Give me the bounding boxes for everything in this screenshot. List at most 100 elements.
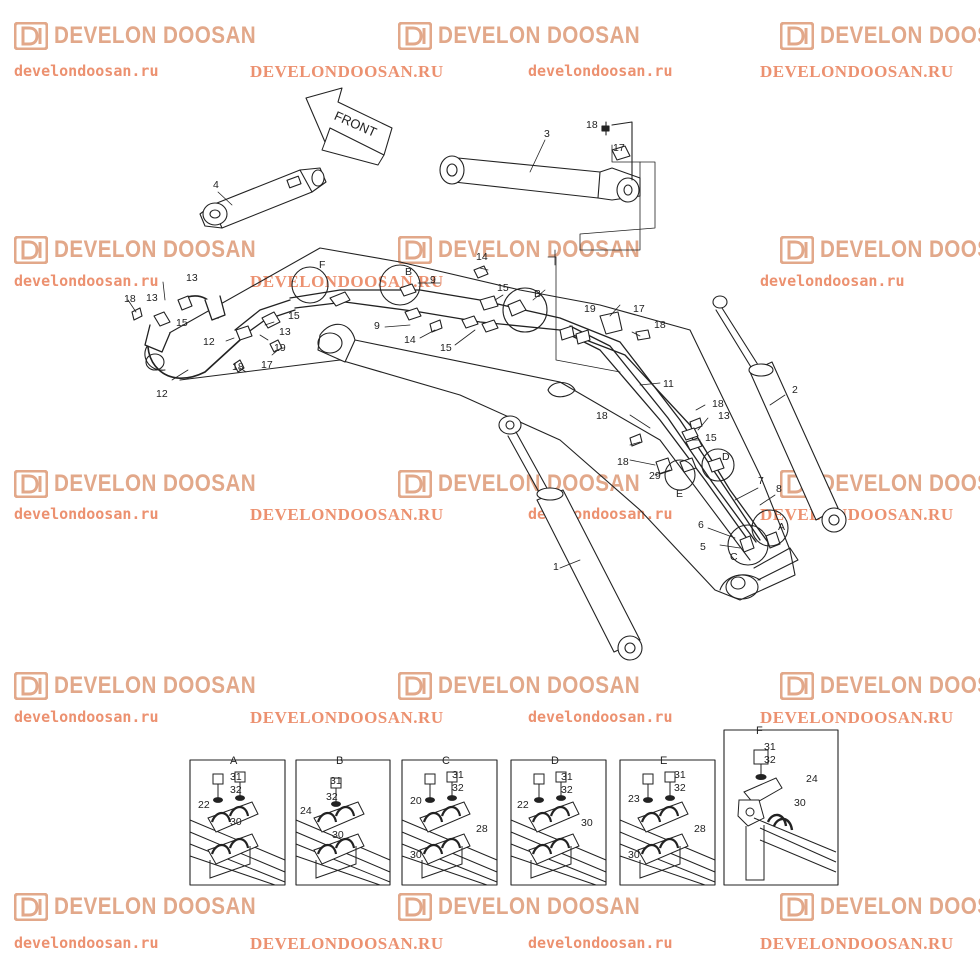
callout-number: 17 bbox=[261, 359, 273, 371]
callout-number: 2 bbox=[792, 384, 798, 396]
callout-number: 19 bbox=[274, 342, 286, 354]
detail-circle-label: E bbox=[676, 488, 683, 500]
develon-logo-icon bbox=[780, 893, 814, 921]
detail-callout-number: 31 bbox=[674, 769, 686, 781]
cylinder-1 bbox=[498, 415, 643, 661]
detail-view-title: F bbox=[756, 725, 763, 737]
detail-callout-number: 28 bbox=[476, 823, 488, 835]
watermark-logo: DEVELON DOOSAN bbox=[780, 22, 980, 50]
boom-pipes bbox=[144, 289, 771, 546]
callout-number: 17 bbox=[633, 303, 645, 315]
detail-callout-number: 20 bbox=[410, 795, 422, 807]
detail-callout-number: 23 bbox=[628, 793, 640, 805]
detail-callout-number: 32 bbox=[764, 754, 776, 766]
callout-number: 18 bbox=[124, 293, 136, 305]
detail-circle-label: A bbox=[778, 521, 785, 533]
callout-number: 9 bbox=[374, 320, 380, 332]
callout-number: 13 bbox=[146, 292, 158, 304]
detail-callout-number: 31 bbox=[230, 771, 242, 783]
develon-logo-icon bbox=[14, 470, 48, 498]
develon-logo-icon bbox=[398, 22, 432, 50]
callout-number: 13 bbox=[279, 326, 291, 338]
detail-view-illustration bbox=[401, 771, 498, 886]
detail-box-e bbox=[619, 759, 716, 886]
callout-number: 29 bbox=[649, 470, 661, 482]
watermark-url: develondoosan.ru bbox=[14, 708, 159, 726]
detail-callout-number: 30 bbox=[410, 849, 422, 861]
watermark-brand-text: DEVELON DOOSAN bbox=[54, 893, 257, 920]
detail-callout-number: 32 bbox=[452, 782, 464, 794]
develon-logo-icon bbox=[398, 893, 432, 921]
boom bbox=[144, 247, 799, 601]
callout-number: 3 bbox=[544, 128, 550, 140]
watermark-brand-text: DEVELON DOOSAN bbox=[820, 893, 980, 920]
detail-box-b bbox=[295, 759, 391, 886]
detail-view-title: B bbox=[336, 755, 343, 767]
watermark-logo: DEVELON DOOSAN bbox=[398, 236, 673, 264]
callout-number: 11 bbox=[663, 378, 674, 390]
cylinder-2 bbox=[712, 295, 847, 533]
callout-number: 18 bbox=[654, 319, 666, 331]
watermark-url: DEVELONDOOSAN.RU bbox=[250, 708, 444, 727]
detail-callout-number: 31 bbox=[330, 775, 342, 787]
watermark-brand-text: DEVELON DOOSAN bbox=[820, 672, 980, 699]
develon-logo-icon bbox=[398, 236, 432, 264]
callout-number: 15 bbox=[705, 432, 717, 444]
callout-number: 7 bbox=[758, 475, 764, 487]
callout-number: 4 bbox=[213, 179, 219, 191]
detail-view-illustration bbox=[189, 771, 286, 886]
callout-number: 12 bbox=[156, 388, 168, 400]
callout-number: 15 bbox=[176, 317, 188, 329]
detail-circles bbox=[291, 264, 789, 566]
watermark-logo: DEVELON DOOSAN bbox=[780, 672, 980, 700]
watermark-logo: DEVELON DOOSAN bbox=[14, 470, 289, 498]
watermark-url: develondoosan.ru bbox=[14, 62, 159, 80]
watermark-brand-text: DEVELON DOOSAN bbox=[820, 470, 980, 497]
leader-lines bbox=[127, 139, 786, 569]
callout-number: 14 bbox=[404, 334, 416, 346]
watermark-url: develondoosan.ru bbox=[528, 934, 673, 952]
cylinder-4 bbox=[199, 167, 327, 229]
watermark-url: DEVELONDOOSAN.RU bbox=[760, 708, 954, 727]
callout-number: 15 bbox=[497, 282, 509, 294]
watermark-url: develondoosan.ru bbox=[528, 708, 673, 726]
watermark-logo: DEVELON DOOSAN bbox=[14, 672, 289, 700]
detail-callout-number: 28 bbox=[694, 823, 706, 835]
front-arrow: FRONT bbox=[305, 87, 393, 166]
detail-callout-number: 32 bbox=[674, 782, 686, 794]
watermark-url: develondoosan.ru bbox=[14, 272, 159, 290]
callout-number: 6 bbox=[698, 519, 704, 531]
callout-number: 8 bbox=[776, 483, 782, 495]
detail-circle-label: B bbox=[534, 288, 541, 300]
detail-callout-number: 24 bbox=[806, 773, 818, 785]
watermark-url: DEVELONDOOSAN.RU bbox=[760, 505, 954, 524]
watermark-logo: DEVELON DOOSAN bbox=[780, 236, 980, 264]
watermark-logo: DEVELON DOOSAN bbox=[398, 672, 673, 700]
develon-logo-icon bbox=[398, 470, 432, 498]
detail-view-title: D bbox=[551, 755, 559, 767]
detail-view-illustration bbox=[510, 771, 607, 886]
callout-number: 13 bbox=[718, 410, 730, 422]
detail-callout-number: 31 bbox=[452, 769, 464, 781]
clamps bbox=[131, 265, 781, 553]
watermark-logo: DEVELON DOOSAN bbox=[14, 236, 289, 264]
callout-number: 18 bbox=[712, 398, 724, 410]
develon-logo-icon bbox=[14, 22, 48, 50]
watermark-url: develondoosan.ru bbox=[528, 62, 673, 80]
callout-number: 18 bbox=[586, 119, 598, 131]
callout-number: 5 bbox=[700, 541, 706, 553]
callout-number: 14 bbox=[476, 251, 488, 263]
callout-number: 15 bbox=[288, 310, 300, 322]
detail-box-a bbox=[189, 759, 286, 886]
detail-box-d bbox=[510, 759, 607, 886]
detail-view-title: A bbox=[230, 755, 238, 767]
detail-view-title: E bbox=[660, 755, 667, 767]
develon-logo-icon bbox=[14, 893, 48, 921]
watermark-logo: DEVELON DOOSAN bbox=[398, 22, 673, 50]
detail-callout-number: 30 bbox=[332, 829, 344, 841]
watermark-logo: DEVELON DOOSAN bbox=[780, 470, 980, 498]
detail-callout-number: 24 bbox=[300, 805, 312, 817]
watermark-url: develondoosan.ru bbox=[14, 505, 159, 523]
detail-view-illustration bbox=[737, 749, 837, 881]
